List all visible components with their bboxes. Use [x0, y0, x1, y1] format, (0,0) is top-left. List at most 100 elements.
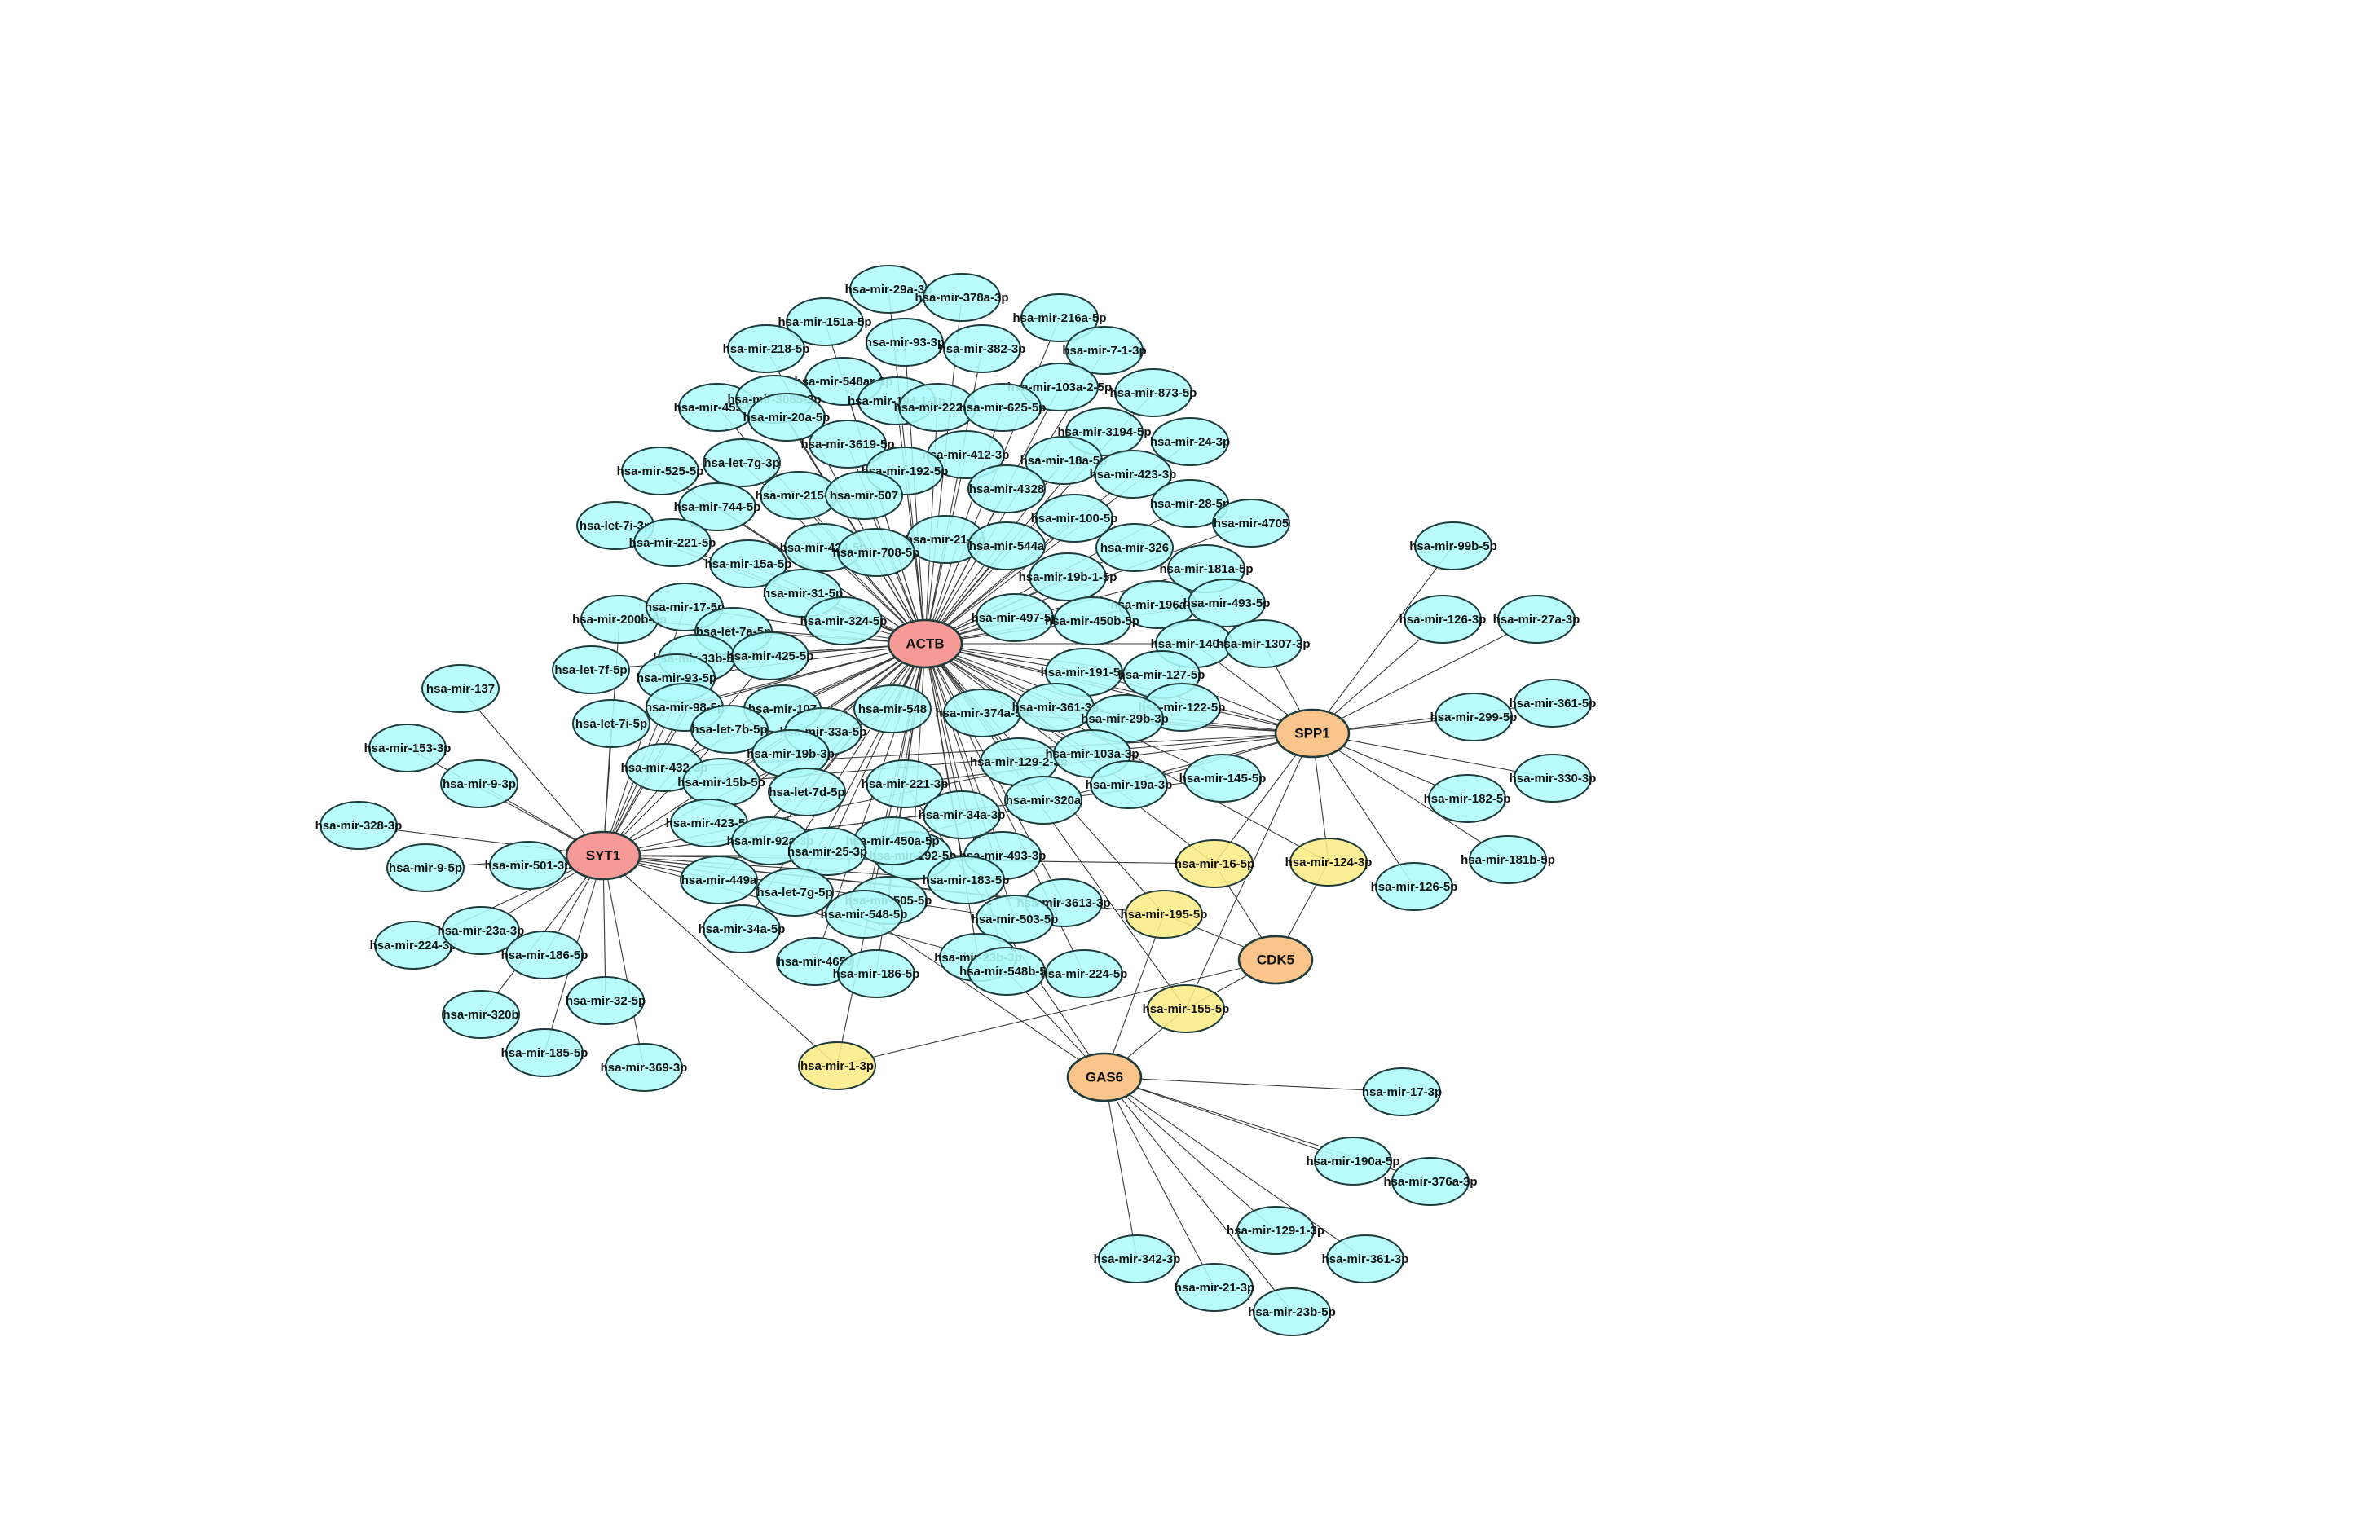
mirna-node-hsa-mir-4328[interactable]: hsa-mir-4328 [967, 464, 1046, 513]
mirna-node-hsa-mir-548[interactable]: hsa-mir-548 [853, 684, 932, 733]
mirna-node-hsa-mir-221-5p[interactable]: hsa-mir-221-5p [629, 518, 716, 567]
shared-mirna-node-hsa-mir-16-5p[interactable]: hsa-mir-16-5p [1175, 839, 1254, 888]
mirna-node-hsa-mir-224-5p[interactable]: hsa-mir-224-5p [1041, 949, 1128, 998]
mirna-node-hsa-mir-328-3p[interactable]: hsa-mir-328-3p [315, 801, 403, 850]
mirna-node-hsa-mir-376a-3p[interactable]: hsa-mir-376a-3p [1383, 1157, 1478, 1206]
mirna-node-hsa-mir-369-3p[interactable]: hsa-mir-369-3p [601, 1043, 688, 1092]
mirna-node-hsa-mir-99b-5p[interactable]: hsa-mir-99b-5p [1409, 521, 1497, 570]
shared-mirna-node-hsa-mir-155-5p[interactable]: hsa-mir-155-5p [1143, 984, 1230, 1033]
mirna-node-hsa-mir-19b-3p[interactable]: hsa-mir-19b-3p [747, 729, 835, 778]
mirna-node-hsa-mir-548b-5p[interactable]: hsa-mir-548b-5p [959, 947, 1054, 996]
mirna-node-hsa-mir-15b-5p[interactable]: hsa-mir-15b-5p [677, 758, 765, 807]
mirna-node-hsa-mir-9-3p[interactable]: hsa-mir-9-3p [440, 759, 518, 808]
mirna-node-hsa-mir-18a-5p[interactable]: hsa-mir-18a-5p [1020, 436, 1108, 485]
gene-node-gas6[interactable]: GAS6 [1066, 1052, 1143, 1102]
mirna-node-hsa-mir-361-3p[interactable]: hsa-mir-361-3p [1012, 683, 1100, 732]
mirna-node-hsa-mir-19a-3p[interactable]: hsa-mir-19a-3p [1086, 760, 1173, 809]
mirna-node-hsa-let-7i-5p[interactable]: hsa-let-7i-5p [572, 699, 650, 748]
mirna-node-hsa-mir-9-5p[interactable]: hsa-mir-9-5p [386, 843, 465, 892]
mirna-node-hsa-mir-29a-3p[interactable]: hsa-mir-29a-3p [845, 265, 932, 314]
mirna-node-hsa-mir-183-5p[interactable]: hsa-mir-183-5p [923, 856, 1010, 904]
gene-node-cdk5[interactable]: CDK5 [1237, 935, 1314, 985]
mirna-node-hsa-mir-15a-5p[interactable]: hsa-mir-15a-5p [705, 539, 792, 588]
mirna-node-hsa-mir-361-3p[interactable]: hsa-mir-361-3p [1322, 1234, 1409, 1283]
mirna-node-hsa-mir-151a-5p[interactable]: hsa-mir-151a-5p [778, 297, 872, 346]
mirna-node-hsa-mir-501-3p[interactable]: hsa-mir-501-3p [485, 841, 572, 890]
mirna-node-hsa-mir-24-3p[interactable]: hsa-mir-24-3p [1150, 417, 1230, 466]
shared-mirna-node-hsa-mir-124-3p[interactable]: hsa-mir-124-3p [1285, 838, 1373, 887]
mirna-node-hsa-mir-190a-5p[interactable]: hsa-mir-190a-5p [1306, 1137, 1400, 1186]
mirna-node-hsa-mir-342-3p[interactable]: hsa-mir-342-3p [1094, 1234, 1181, 1283]
mirna-node-hsa-mir-299-5p[interactable]: hsa-mir-299-5p [1430, 693, 1518, 741]
mirna-node-hsa-mir-744-5p[interactable]: hsa-mir-744-5p [674, 482, 761, 531]
mirna-node-hsa-mir-23b-5p[interactable]: hsa-mir-23b-5p [1248, 1287, 1336, 1336]
mirna-node-hsa-mir-320a[interactable]: hsa-mir-320a [1004, 776, 1082, 825]
mirna-node-hsa-mir-182-5p[interactable]: hsa-mir-182-5p [1424, 774, 1511, 823]
shared-mirna-node-hsa-mir-195-5p[interactable]: hsa-mir-195-5p [1121, 890, 1208, 939]
mirna-node-hsa-mir-361-5p[interactable]: hsa-mir-361-5p [1510, 679, 1597, 728]
mirna-node-hsa-mir-3619-5p[interactable]: hsa-mir-3619-5p [800, 420, 895, 469]
mirna-node-hsa-mir-126-3p[interactable]: hsa-mir-126-3p [1399, 595, 1487, 644]
mirna-node-hsa-mir-4705[interactable]: hsa-mir-4705 [1212, 499, 1290, 548]
mirna-node-hsa-mir-186-5p[interactable]: hsa-mir-186-5p [833, 949, 920, 998]
shared-mirna-node-hsa-mir-1-3p[interactable]: hsa-mir-1-3p [798, 1041, 876, 1090]
mirna-node-hsa-mir-145-5p[interactable]: hsa-mir-145-5p [1179, 754, 1267, 803]
mirna-node-hsa-mir-320b[interactable]: hsa-mir-320b [442, 990, 520, 1039]
mirna-node-hsa-mir-200b-5p[interactable]: hsa-mir-200b-5p [572, 595, 667, 644]
mirna-node-hsa-mir-224-3p[interactable]: hsa-mir-224-3p [370, 921, 457, 970]
mirna-node-hsa-mir-19b-1-5p[interactable]: hsa-mir-19b-1-5p [1019, 552, 1117, 601]
mirna-node-hsa-mir-449a[interactable]: hsa-mir-449a [680, 856, 758, 904]
mirna-node-hsa-mir-186-5p[interactable]: hsa-mir-186-5p [501, 931, 588, 979]
mirna-node-hsa-mir-450b-5p[interactable]: hsa-mir-450b-5p [1045, 596, 1139, 645]
mirna-node-hsa-mir-525-5p[interactable]: hsa-mir-525-5p [617, 447, 704, 495]
mirna-node-hsa-mir-100-5p[interactable]: hsa-mir-100-5p [1031, 494, 1118, 543]
mirna-node-hsa-mir-126-5p[interactable]: hsa-mir-126-5p [1371, 862, 1458, 911]
mirna-node-hsa-mir-497-5p[interactable]: hsa-mir-497-5p [972, 593, 1059, 642]
mirna-node-hsa-mir-548-5p[interactable]: hsa-mir-548-5p [821, 890, 908, 939]
mirna-node-hsa-mir-423-3p[interactable]: hsa-mir-423-3p [1090, 450, 1177, 499]
mirna-node-hsa-mir-34a-5p[interactable]: hsa-mir-34a-5p [699, 904, 786, 953]
gene-node-spp1[interactable]: SPP1 [1274, 708, 1351, 759]
mirna-node-hsa-mir-34a-3p[interactable]: hsa-mir-34a-3p [919, 790, 1006, 839]
mirna-node-hsa-mir-507[interactable]: hsa-mir-507 [825, 471, 903, 520]
mirna-node-hsa-mir-544a[interactable]: hsa-mir-544a [967, 521, 1046, 570]
mirna-node-hsa-mir-873-5p[interactable]: hsa-mir-873-5p [1110, 368, 1197, 417]
mirna-node-hsa-mir-221-3p[interactable]: hsa-mir-221-3p [862, 759, 949, 808]
mirna-node-hsa-let-7f-5p[interactable]: hsa-let-7f-5p [552, 645, 630, 694]
mirna-node-hsa-mir-218-5p[interactable]: hsa-mir-218-5p [723, 324, 810, 373]
mirna-node-hsa-mir-25-3p[interactable]: hsa-mir-25-3p [787, 827, 867, 876]
mirna-node-hsa-let-7d-5p[interactable]: hsa-let-7d-5p [768, 768, 846, 816]
mirna-node-hsa-mir-129-1-3p[interactable]: hsa-mir-129-1-3p [1227, 1206, 1324, 1255]
mirna-node-hsa-mir-137[interactable]: hsa-mir-137 [421, 664, 500, 713]
mirna-node-hsa-let-7g-3p[interactable]: hsa-let-7g-3p [703, 438, 781, 487]
mirna-node-hsa-mir-21-3p[interactable]: hsa-mir-21-3p [1175, 1263, 1254, 1312]
gene-node-actb[interactable]: ACTB [887, 618, 963, 669]
mirna-node-hsa-mir-153-3p[interactable]: hsa-mir-153-3p [364, 724, 452, 772]
mirna-node-hsa-mir-181b-5p[interactable]: hsa-mir-181b-5p [1461, 835, 1555, 884]
mirna-node-hsa-mir-32-5p[interactable]: hsa-mir-32-5p [566, 976, 646, 1025]
mirna-node-hsa-mir-425-5p[interactable]: hsa-mir-425-5p [727, 631, 814, 680]
mirna-node-hsa-mir-382-3p[interactable]: hsa-mir-382-3p [939, 324, 1026, 373]
mirna-node-hsa-mir-7-1-3p[interactable]: hsa-mir-7-1-3p [1062, 326, 1147, 375]
mirna-node-hsa-mir-503-5p[interactable]: hsa-mir-503-5p [972, 895, 1059, 944]
mirna-node-hsa-mir-493-5p[interactable]: hsa-mir-493-5p [1183, 579, 1271, 627]
mirna-node-hsa-mir-20a-5p[interactable]: hsa-mir-20a-5p [743, 393, 831, 442]
mirna-node-hsa-let-7b-5p[interactable]: hsa-let-7b-5p [690, 705, 769, 754]
mirna-node-hsa-mir-450a-5p[interactable]: hsa-mir-450a-5p [845, 816, 940, 865]
mirna-node-hsa-mir-17-3p[interactable]: hsa-mir-17-3p [1362, 1067, 1442, 1116]
mirna-node-hsa-mir-324-5p[interactable]: hsa-mir-324-5p [800, 596, 888, 645]
mirna-node-hsa-mir-625-5p[interactable]: hsa-mir-625-5p [959, 383, 1047, 432]
gene-node-syt1[interactable]: SYT1 [565, 830, 641, 881]
mirna-node-hsa-mir-215-5p[interactable]: hsa-mir-215-5p [756, 471, 843, 520]
mirna-node-hsa-mir-374a-5p[interactable]: hsa-mir-374a-5p [935, 689, 1029, 737]
mirna-node-hsa-mir-27a-3p[interactable]: hsa-mir-27a-3p [1493, 595, 1580, 644]
mirna-node-hsa-mir-1307-3p[interactable]: hsa-mir-1307-3p [1216, 619, 1311, 668]
mirna-node-hsa-mir-423-5p[interactable]: hsa-mir-423-5p [666, 799, 753, 847]
mirna-node-hsa-let-7g-5p[interactable]: hsa-let-7g-5p [756, 868, 834, 917]
mirna-node-hsa-mir-330-3p[interactable]: hsa-mir-330-3p [1510, 754, 1597, 803]
mirna-node-hsa-mir-93-3p[interactable]: hsa-mir-93-3p [865, 318, 945, 367]
mirna-node-hsa-mir-185-5p[interactable]: hsa-mir-185-5p [501, 1028, 588, 1077]
mirna-node-hsa-mir-29b-3p[interactable]: hsa-mir-29b-3p [1081, 694, 1169, 743]
mirna-node-hsa-mir-216a-5p[interactable]: hsa-mir-216a-5p [1012, 293, 1107, 342]
mirna-node-hsa-mir-4659[interactable]: hsa-mir-4659 [776, 937, 854, 986]
